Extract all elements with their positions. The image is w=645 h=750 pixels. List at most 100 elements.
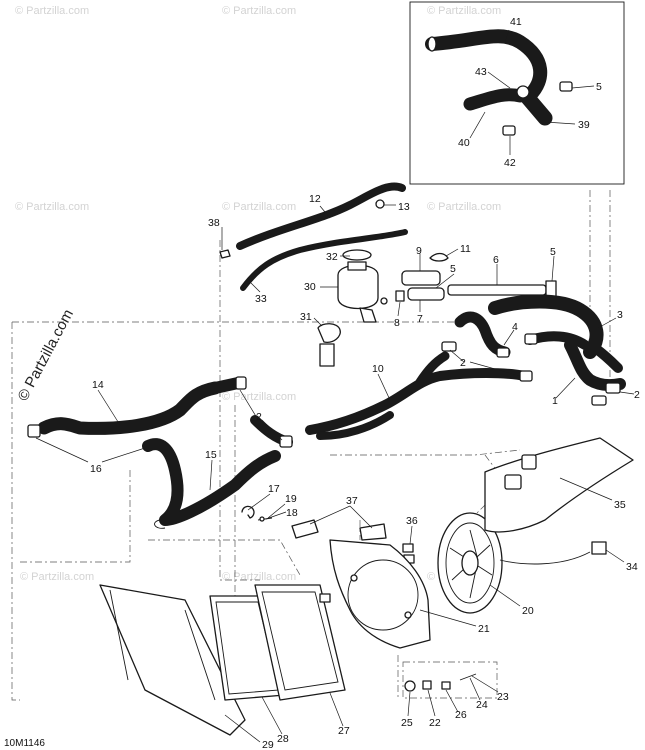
callout-labels: 41 43 5 39 40 42 12 13 38 32 30 33 31 11… [90, 16, 640, 750]
callout-11: 11 [460, 243, 471, 255]
deflector-35 [484, 437, 634, 533]
callout-12: 12 [309, 193, 321, 205]
clamp-icon [27, 424, 41, 438]
callout-21: 21 [478, 623, 490, 635]
radiator-hose-14 [27, 376, 247, 438]
callout-37: 37 [346, 495, 358, 507]
callout-38: 38 [208, 217, 220, 229]
clamp-icon [559, 81, 573, 92]
callout-5: 5 [596, 81, 602, 93]
callout-2: 2 [634, 389, 640, 401]
leader-lines [35, 29, 635, 743]
callout-13: 13 [398, 201, 410, 213]
callout-2: 2 [256, 411, 262, 423]
callout-31: 31 [300, 311, 312, 323]
side-panel-29 [99, 584, 246, 736]
grommet-36-icon [402, 543, 414, 553]
nut-22-icon [422, 680, 432, 690]
clamp-5-icon [545, 280, 557, 298]
clip-13-icon [375, 199, 385, 209]
callout-8: 8 [394, 317, 400, 329]
clamp-icon [519, 370, 533, 382]
overflow-hose-12 [236, 182, 406, 250]
fan-shroud-21 [329, 539, 431, 649]
inset-hose-assembly [425, 29, 573, 136]
callout-19: 19 [285, 493, 297, 505]
watermark-text: © Partzilla.com [15, 201, 89, 213]
bracket-37b-icon [359, 523, 387, 541]
callout-5: 5 [550, 246, 556, 258]
callout-34: 34 [626, 561, 638, 573]
clamp-icon [502, 125, 516, 136]
callout-10: 10 [372, 363, 384, 375]
cooling-fan-20 [437, 512, 607, 614]
callout-2: 2 [460, 357, 466, 369]
reservoir-cap-icon [342, 249, 372, 261]
coolant-reservoir-30 [337, 249, 388, 323]
watermark-text: © Partzilla.com [15, 5, 89, 17]
screw-24-icon [459, 673, 477, 681]
tube-9-icon [401, 270, 441, 286]
callout-7: 7 [417, 313, 423, 325]
radiator-hose-15 [142, 415, 293, 529]
clamp-icon [279, 435, 293, 448]
pipe-6-icon [447, 284, 547, 296]
washer-26-icon [441, 681, 451, 690]
pipe-10 [305, 351, 533, 440]
callout-20: 20 [522, 605, 534, 617]
callout-35: 35 [614, 499, 626, 511]
vent-hose-33 [240, 229, 408, 291]
connector-34-icon [591, 541, 607, 555]
radiator-assembly [99, 584, 346, 736]
watermark-text: © Partzilla.com [222, 201, 296, 213]
callout-6: 6 [493, 254, 499, 266]
callout-36: 36 [406, 515, 418, 527]
callout-3: 3 [617, 309, 623, 321]
clamp-icon [441, 341, 457, 352]
tube-7-icon [407, 287, 445, 301]
callout-24: 24 [476, 699, 488, 711]
callout-25: 25 [401, 717, 413, 729]
hardware-group-box [402, 661, 498, 699]
radiator-27 [254, 584, 346, 701]
callout-41: 41 [510, 16, 522, 28]
callout-14: 14 [92, 379, 104, 391]
callout-32: 32 [326, 251, 338, 263]
callout-16: 16 [90, 463, 102, 475]
callout-1: 1 [552, 395, 558, 407]
watermark-text: © Partzilla.com [427, 5, 501, 17]
hose-group-right [441, 294, 626, 406]
callout-4: 4 [512, 321, 518, 333]
callout-23: 23 [497, 691, 509, 703]
clamp-icon [591, 395, 607, 406]
watermark-text: © Partzilla.com [20, 571, 94, 583]
watermark-main-text: © Partzilla.com [15, 307, 77, 404]
callout-5: 5 [450, 263, 456, 275]
watermark-text: © Partzilla.com [222, 5, 296, 17]
inset-detail-box [409, 1, 625, 185]
callout-22: 22 [429, 717, 441, 729]
callout-29: 29 [262, 739, 274, 750]
watermark-text: © Partzilla.com [427, 201, 501, 213]
clip-11-icon [429, 252, 449, 262]
watermark-layer: © Partzilla.com © Partzilla.com © Partzi… [15, 5, 502, 583]
callout-40: 40 [458, 137, 470, 149]
clamp-icon [496, 347, 510, 358]
callout-18: 18 [286, 507, 298, 519]
bracket-37a-icon [291, 519, 319, 539]
clamp-icon [235, 376, 247, 390]
clip-17-icon [241, 505, 255, 519]
callout-26: 26 [455, 709, 467, 721]
grommet-25-icon [404, 680, 416, 692]
clamp-icon [524, 333, 538, 345]
callout-17: 17 [268, 483, 280, 495]
clamp-31 [317, 323, 341, 367]
clamp-38-icon [219, 249, 231, 259]
callout-39: 39 [578, 119, 590, 131]
clamp-8-icon [395, 290, 405, 302]
clamp-icon [605, 382, 621, 394]
callout-30: 30 [304, 281, 316, 293]
diagram-code: 10M1146 [4, 738, 45, 749]
watermark-text: © Partzilla.com [222, 571, 296, 583]
